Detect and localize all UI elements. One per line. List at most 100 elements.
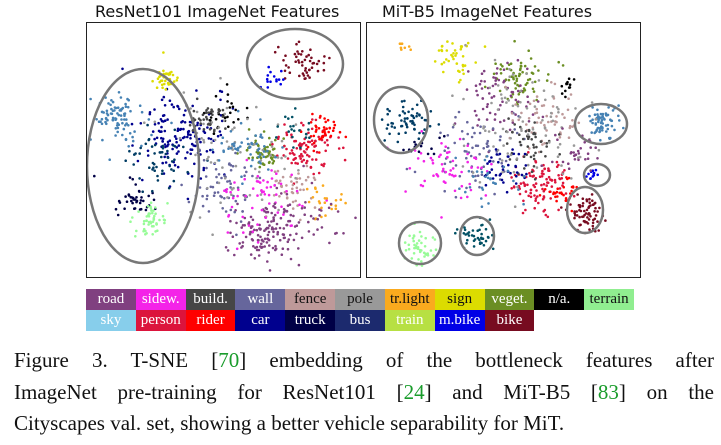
resnet-point	[104, 120, 107, 124]
resnet-point	[121, 67, 124, 71]
mit-point	[413, 170, 417, 174]
citation-link[interactable]: 70	[218, 348, 240, 372]
resnet-point	[211, 150, 215, 154]
resnet-point	[128, 132, 132, 135]
mit-point	[457, 69, 460, 73]
resnet-point	[109, 112, 113, 115]
mit-point	[588, 197, 591, 201]
citation-link[interactable]: 24	[403, 379, 425, 404]
resnet-point	[315, 150, 319, 154]
mit-point	[490, 168, 494, 171]
mit-point	[597, 229, 600, 232]
mit-point	[527, 151, 530, 154]
resnet-point	[226, 115, 229, 119]
mit-point	[444, 170, 448, 174]
mit-point	[423, 179, 426, 183]
resnet-point	[213, 191, 217, 194]
mit-point	[498, 152, 502, 156]
mit-point	[545, 114, 548, 118]
resnet-point	[155, 86, 159, 89]
mit-point	[596, 220, 599, 223]
resnet-point	[316, 69, 320, 73]
resnet-point	[334, 199, 338, 202]
mit-point	[562, 193, 565, 197]
mit-point	[561, 112, 564, 116]
mit-point	[454, 195, 458, 199]
resnet-point	[220, 141, 223, 145]
resnet-point	[211, 148, 214, 152]
resnet-point	[222, 149, 225, 152]
mit-point	[561, 127, 564, 130]
resnet-point	[141, 178, 144, 182]
resnet-point	[147, 138, 150, 142]
resnet-point	[269, 156, 273, 160]
mit-point	[502, 165, 506, 169]
resnet-point	[294, 60, 297, 63]
resnet-point	[168, 71, 172, 75]
mit-point	[587, 206, 590, 209]
resnet-point	[310, 66, 314, 69]
resnet-point	[166, 156, 170, 159]
mit-point	[513, 81, 517, 85]
resnet-point	[330, 207, 333, 211]
resnet-point	[232, 121, 235, 124]
mit-point	[492, 95, 496, 98]
resnet-point	[308, 76, 311, 79]
resnet-point	[273, 206, 277, 209]
resnet-point	[279, 182, 283, 186]
resnet-point	[274, 138, 277, 142]
mit-point	[461, 63, 465, 67]
resnet-point	[151, 161, 155, 165]
mit-point	[437, 123, 441, 126]
mit-point	[570, 177, 573, 180]
mit-point	[553, 123, 557, 126]
resnet-point	[205, 109, 208, 112]
mit-point	[433, 238, 437, 241]
mit-point	[541, 119, 544, 122]
mit-point	[465, 186, 468, 190]
resnet-point	[263, 229, 266, 232]
resnet-point	[285, 184, 288, 187]
resnet-point	[296, 162, 299, 165]
mit-point	[557, 107, 560, 111]
resnet-point	[295, 55, 298, 59]
mit-point	[446, 155, 449, 159]
mit-point	[432, 152, 436, 156]
resnet-point	[216, 134, 220, 138]
mit-point	[444, 181, 447, 184]
resnet-point	[159, 79, 163, 83]
resnet-point	[258, 176, 262, 180]
resnet-point	[158, 151, 162, 154]
mit-point	[505, 67, 509, 71]
resnet-point	[224, 127, 227, 130]
mit-point	[452, 52, 455, 55]
resnet-point	[306, 145, 310, 149]
mit-point	[466, 41, 470, 45]
mit-point	[535, 111, 539, 114]
mit-point	[564, 199, 568, 202]
resnet-point	[273, 213, 277, 217]
mit-point	[460, 45, 464, 48]
mit-point	[499, 63, 503, 66]
resnet-point	[186, 197, 190, 201]
resnet-point	[303, 213, 306, 216]
resnet-point	[323, 162, 326, 166]
citation-link[interactable]: 83	[597, 379, 619, 404]
resnet-point	[242, 231, 245, 234]
mit-point	[499, 72, 503, 75]
resnet-point	[294, 156, 297, 160]
mit-point	[514, 182, 518, 185]
mit-point	[549, 115, 553, 118]
resnet-point	[300, 160, 304, 163]
mit-point	[509, 137, 512, 140]
mit-point	[601, 129, 604, 132]
mit-point	[533, 105, 537, 108]
resnet-point	[167, 186, 171, 190]
resnet-point	[271, 162, 275, 165]
resnet-point	[310, 56, 313, 60]
mit-point	[462, 72, 465, 76]
mit-point	[534, 135, 537, 139]
mit-point	[419, 144, 423, 148]
mit-point	[421, 184, 425, 188]
resnet-point	[280, 192, 283, 195]
